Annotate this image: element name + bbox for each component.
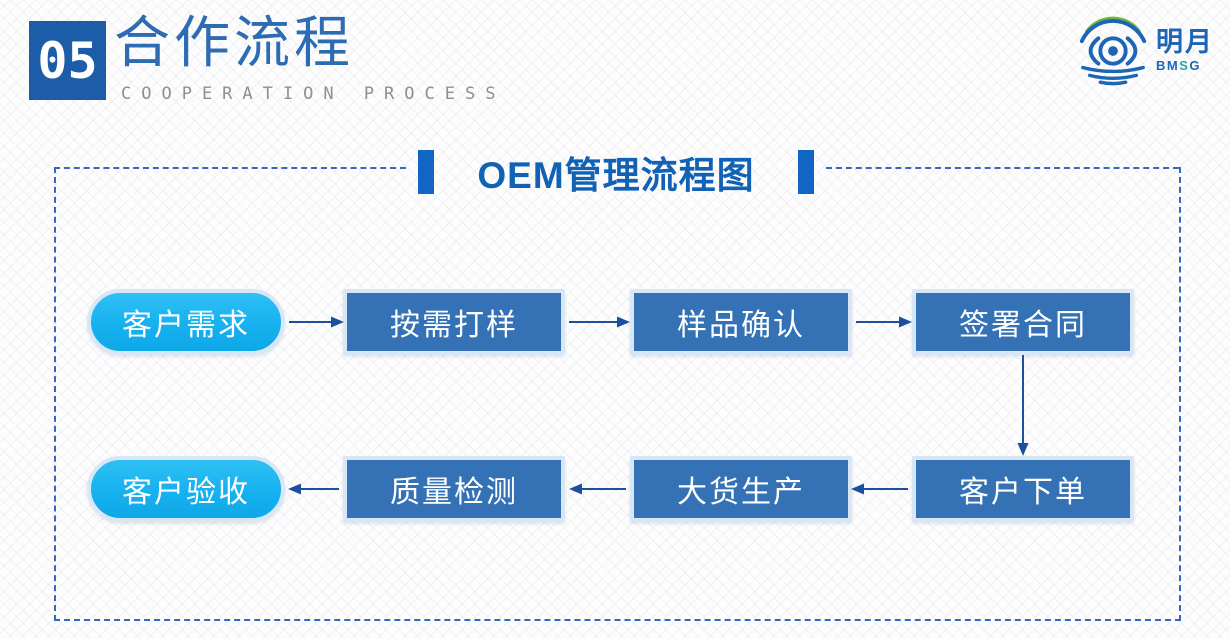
company-logo: 明月 BMSG xyxy=(1074,8,1224,92)
page-title: 合作流程 xyxy=(114,11,354,76)
flow-node-sampling-on-demand: 按需打样 xyxy=(343,289,565,355)
node-label: 质量检测 xyxy=(390,476,518,509)
flow-node-customer-acceptance: 客户验收 xyxy=(87,456,285,522)
section-number-box: 05 xyxy=(29,21,106,100)
flowchart-dashed-frame xyxy=(54,167,1181,621)
flow-node-sign-contract: 签署合同 xyxy=(912,289,1134,355)
node-label: 签署合同 xyxy=(959,309,1087,342)
logo-text: 明月 BMSG xyxy=(1156,26,1214,73)
flow-node-customer-demand: 客户需求 xyxy=(87,289,285,355)
node-label: 样品确认 xyxy=(677,309,805,342)
section-number: 05 xyxy=(37,31,98,90)
node-label: 大货生产 xyxy=(677,476,805,509)
node-label: 客户验收 xyxy=(122,476,250,509)
page-subtitle: COOPERATION PROCESS xyxy=(121,84,506,104)
logo-company-name: 明月 xyxy=(1156,26,1214,57)
title-accent-bar-left xyxy=(418,150,434,194)
frame-top-border-left xyxy=(54,167,406,169)
frame-top-border-right xyxy=(826,167,1179,169)
globe-eye-logo-icon xyxy=(1079,16,1147,86)
diagram-title-block: OEM管理流程图 xyxy=(418,149,814,196)
flow-node-bulk-production: 大货生产 xyxy=(630,456,852,522)
logo-abbreviation: BMSG xyxy=(1156,57,1202,73)
flow-node-quality-inspection: 质量检测 xyxy=(343,456,565,522)
flow-node-sample-confirmation: 样品确认 xyxy=(630,289,852,355)
node-label: 客户需求 xyxy=(122,309,250,342)
flow-node-customer-order: 客户下单 xyxy=(912,456,1134,522)
node-label: 客户下单 xyxy=(959,476,1087,509)
title-accent-bar-right xyxy=(798,150,814,194)
diagram-title: OEM管理流程图 xyxy=(477,155,755,196)
node-label: 按需打样 xyxy=(390,309,518,342)
